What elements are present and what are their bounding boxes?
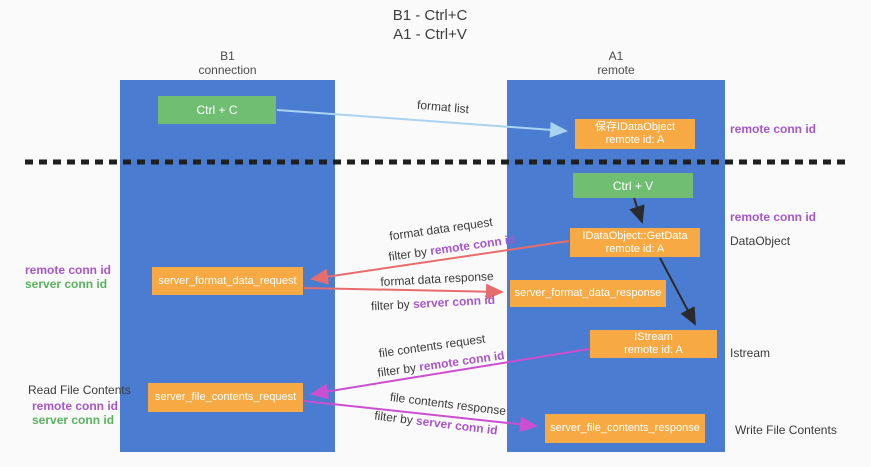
box-server-file-contents-request-label: server_file_contents_request [154, 391, 297, 403]
side-label-dataobject: DataObject [730, 234, 790, 248]
box-ctrl-c-label: Ctrl + C [196, 103, 238, 117]
edge-label-format-data-response: format data response [380, 269, 494, 289]
box-ctrl-c: Ctrl + C [158, 96, 276, 124]
server-conn-id-text: server conn id [25, 277, 108, 291]
remote-conn-id-text: remote conn id [429, 232, 517, 258]
edge-label-format-list-text: format list [416, 97, 470, 117]
box-ctrl-v-label: Ctrl + V [612, 178, 654, 193]
box-idataobject-getdata-line1: IDataObject::GetData [582, 229, 688, 242]
read-file-contents-text: Read File Contents [28, 383, 131, 397]
box-save-idataobject: 保存IDataObject remote id: A [575, 119, 695, 149]
remote-conn-id-text: remote conn id [25, 263, 112, 277]
column-header-a1-name: A1 [608, 49, 624, 63]
column-header-b1: B1 connection [120, 49, 335, 77]
remote-conn-id-text: remote conn id [730, 122, 817, 136]
box-server-file-contents-response: server_file_contents_response [545, 414, 705, 443]
diagram-title: B1 - Ctrl+C A1 - Ctrl+V [0, 6, 860, 44]
side-label-conn-ids-left-1: remote conn id server conn id [25, 263, 111, 291]
filter-by-text: filter by [373, 408, 417, 428]
box-server-format-data-response: server_format_data_response [510, 280, 666, 307]
box-server-file-contents-response-label: server_file_contents_response [550, 422, 700, 434]
side-label-read-file-contents: Read File Contents [28, 383, 131, 397]
box-server-format-data-request-label: server_format_data_request [158, 274, 297, 287]
box-save-idataobject-line1: 保存IDataObject [594, 121, 676, 133]
box-idataobject-getdata-line2: remote id: A [605, 242, 665, 255]
box-istream: IStream remote id: A [590, 330, 717, 358]
edge-label-format-data-response-text: format data response [380, 269, 494, 289]
column-header-a1-subtitle: remote [597, 63, 635, 77]
istream-text: Istream [730, 346, 771, 360]
write-file-contents-text: Write File Contents [735, 423, 837, 437]
box-server-format-data-request: server_format_data_request [152, 267, 303, 295]
diagram-title-line2: A1 - Ctrl+V [393, 26, 467, 43]
server-conn-id-text: server conn id [412, 292, 496, 312]
box-ctrl-v: Ctrl + V [573, 173, 693, 198]
box-server-file-contents-request: server_file_contents_request [148, 383, 303, 412]
edge-label-format-list: format list [416, 98, 469, 116]
edge-label-filter-server-1: filter by server conn id [371, 293, 496, 313]
side-label-remote-conn-id-mid-right: remote conn id [730, 210, 816, 224]
server-conn-id-text: server conn id [32, 413, 115, 427]
filter-by-text: filter by [376, 360, 421, 380]
filter-by-text: filter by [387, 244, 432, 264]
column-header-a1: A1 remote [507, 49, 725, 77]
side-label-remote-conn-id-top-right: remote conn id [730, 122, 816, 136]
box-istream-line1: IStream [634, 331, 673, 343]
filter-by-text: filter by [370, 297, 414, 314]
side-label-write-file-contents: Write File Contents [735, 423, 837, 437]
side-label-istream: Istream [730, 346, 770, 360]
column-header-b1-name: B1 [220, 49, 235, 63]
dataobject-text: DataObject [730, 234, 791, 248]
remote-conn-id-text: remote conn id [730, 210, 817, 224]
column-header-b1-subtitle: connection [198, 63, 257, 77]
diagram-title-line1: B1 - Ctrl+C [392, 7, 468, 24]
server-conn-id-text: server conn id [415, 413, 499, 438]
side-label-conn-ids-left-2: remote conn id server conn id [32, 399, 118, 427]
box-istream-line2: remote id: A [624, 344, 683, 356]
box-idataobject-getdata: IDataObject::GetData remote id: A [570, 228, 700, 257]
remote-conn-id-text: remote conn id [32, 399, 119, 413]
box-save-idataobject-line2: remote id: A [605, 134, 665, 146]
box-server-format-data-response-label: server_format_data_response [514, 287, 662, 299]
